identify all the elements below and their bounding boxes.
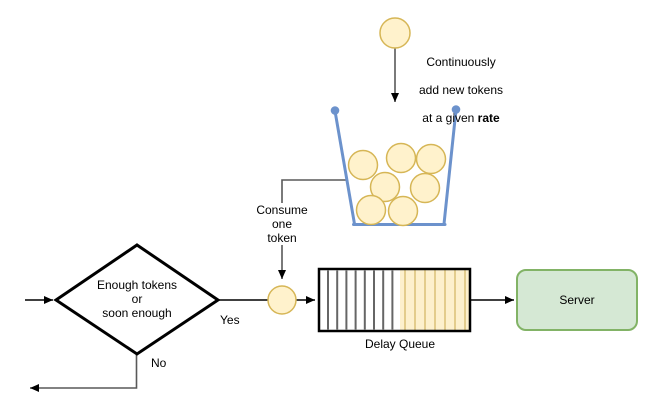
bucket-right-dot — [451, 105, 461, 114]
new-token-circle — [379, 17, 411, 49]
server-box — [516, 269, 638, 331]
token-circle — [387, 195, 419, 227]
bucket-right-wall — [442, 108, 458, 226]
token-circle — [369, 171, 401, 203]
yes-label: Yes — [220, 313, 240, 327]
no-label: No — [151, 356, 167, 370]
token-circle — [347, 149, 379, 181]
token-circle — [385, 142, 417, 174]
server-label: Server — [559, 293, 595, 307]
consume-token-arrow — [278, 179, 347, 279]
token-circle — [415, 143, 447, 175]
token-circle — [355, 194, 387, 226]
rate-note-line3: at a given rate — [422, 111, 500, 125]
consumed-token-circle — [267, 285, 297, 315]
no-branch-arrow — [30, 354, 138, 392]
queue-used-lines — [404, 270, 466, 330]
decision-diamond — [53, 243, 221, 356]
rate-note-label: Continuously add new tokens at a given r… — [419, 41, 503, 139]
bucket-left-dot — [330, 106, 340, 115]
gray-edges — [30, 48, 399, 392]
bucket-rim-dots — [330, 105, 461, 115]
decision-label: Enough tokens or soon enough — [96, 278, 178, 320]
delay-queue-label: Delay Queue — [364, 337, 436, 351]
rate-note-line1: Continuously — [426, 55, 496, 69]
queue-border — [317, 267, 472, 333]
queue-slot-lines — [327, 270, 394, 330]
bucket-tokens — [347, 142, 447, 227]
rate-bold-word: rate — [477, 111, 500, 125]
consume-token-label: Consume one token — [253, 203, 311, 245]
token-circle — [409, 172, 441, 204]
bucket-left-wall — [333, 109, 356, 226]
delay-queue-box — [317, 267, 472, 333]
rate-note-line2: add new tokens — [418, 83, 504, 97]
